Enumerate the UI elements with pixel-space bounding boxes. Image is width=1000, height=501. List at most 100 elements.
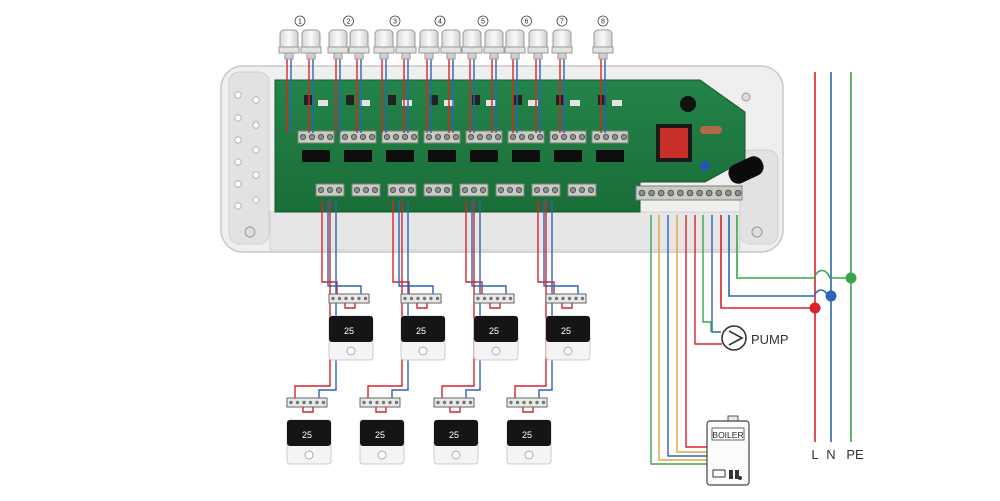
- live-label: L: [811, 447, 818, 462]
- actuator-number: 8: [601, 19, 605, 26]
- thermostat-terminals: [359, 397, 401, 408]
- actuators: 1 2 3 4 5 6 7 8: [278, 15, 614, 60]
- thermostat-screen: [360, 420, 404, 446]
- mount-hole: [751, 226, 763, 238]
- room-thermostat: 25: [506, 397, 552, 465]
- actuator-1: 1: [278, 15, 322, 60]
- thermostat-terminals: [433, 397, 475, 408]
- pump-label: PUMP: [751, 332, 789, 347]
- screw-hole: [234, 202, 242, 210]
- thermostat-terminals: [328, 293, 370, 304]
- thermostat-temp: 25: [416, 326, 426, 336]
- actuator-terminal-block: [507, 130, 545, 144]
- enclosure-screws: [234, 91, 763, 238]
- thermostats: 25 25 25 25 25 25 25 25: [286, 293, 591, 465]
- mains-lines: [720, 72, 852, 442]
- thermostat-dial: [304, 450, 314, 460]
- thermostat-dial: [346, 346, 356, 356]
- boiler-unit: [706, 415, 750, 486]
- room-thermostat: 25: [545, 293, 591, 361]
- pcb-components: [297, 95, 743, 201]
- actuator-number-badge: [521, 15, 532, 27]
- thermostat-terminals: [473, 293, 515, 304]
- actuator-number: 6: [525, 19, 529, 26]
- mount-hole: [244, 226, 256, 238]
- screw-hole: [234, 91, 242, 99]
- actuator-terminal-block: [423, 130, 461, 144]
- thermostat-dial: [524, 450, 534, 460]
- earth-label: PE: [846, 447, 864, 462]
- pump-symbol: [721, 325, 747, 351]
- wires: [286, 59, 606, 413]
- actuator-number: 4: [438, 19, 442, 26]
- thermostat-dial: [451, 450, 461, 460]
- actuator-number-badge: [434, 15, 446, 27]
- boiler-wiring: [650, 215, 708, 465]
- neutral-junction: [825, 290, 837, 302]
- thermostat-temp: 25: [522, 430, 532, 440]
- actuator-terminal-block: [465, 130, 503, 144]
- neutral-label: N: [826, 447, 835, 462]
- thermostat-screen: [507, 420, 551, 446]
- thermostat-temp: 25: [375, 430, 385, 440]
- thermostat-screen: [401, 316, 445, 342]
- actuator-4: 4: [418, 15, 462, 60]
- thermostat-temp: 25: [489, 326, 499, 336]
- thermostat-temp: 25: [344, 326, 354, 336]
- actuator-terminal-block: [549, 130, 587, 144]
- actuator-number-badge: [556, 15, 568, 27]
- actuator-number: 3: [393, 19, 397, 26]
- room-thermostat: 25: [473, 293, 519, 361]
- power-cable-gland: [728, 156, 764, 184]
- thermostat-terminals: [286, 397, 328, 408]
- actuator-number-badge: [343, 15, 354, 27]
- thermostat-temp: 25: [449, 430, 459, 440]
- screw-hole: [252, 121, 260, 129]
- thermostat-dial: [563, 346, 573, 356]
- boiler-label: BOILER: [712, 430, 743, 440]
- actuator-3: 3: [373, 15, 417, 60]
- thermostat-screen: [434, 420, 478, 446]
- actuator-terminal-block: [591, 130, 629, 144]
- screw-hole: [234, 158, 242, 166]
- thermostat-terminals: [545, 293, 587, 304]
- room-thermostat: 25: [328, 293, 374, 361]
- room-thermostat: 25: [400, 293, 446, 361]
- capacitor: [680, 96, 696, 112]
- thermostat-temp: 25: [561, 326, 571, 336]
- actuator-terminal-block: [297, 130, 335, 144]
- screw-hole: [234, 180, 242, 188]
- thermostat-terminals: [400, 293, 442, 304]
- screw-hole: [252, 96, 260, 104]
- actuator-number-badge: [597, 15, 609, 27]
- thermostat-screen: [546, 316, 590, 342]
- screw-hole: [252, 196, 260, 204]
- mount-hole: [741, 92, 751, 102]
- boiler-display: [712, 469, 726, 478]
- actuator-terminal-block: [339, 130, 377, 144]
- thermostat-screen: [287, 420, 331, 446]
- thermostat-temp: 25: [302, 430, 312, 440]
- actuator-2: 2: [327, 15, 370, 60]
- live-junction: [809, 302, 821, 314]
- actuator-terminal-block: [381, 130, 419, 144]
- thermostat-dial: [418, 346, 428, 356]
- screw-hole: [252, 146, 260, 154]
- thermostat-screen: [329, 316, 373, 342]
- actuator-number: 5: [481, 19, 485, 26]
- earth-junction: [845, 272, 857, 284]
- actuator-8: 8: [592, 15, 614, 60]
- actuator-number-badge: [389, 15, 401, 27]
- actuator-6: 6: [504, 15, 549, 60]
- thermostat-terminals: [506, 397, 548, 408]
- actuator-number: 7: [560, 19, 564, 26]
- actuator-number: 2: [347, 19, 351, 26]
- actuator-7: 7: [551, 15, 573, 60]
- fuse: [700, 126, 722, 134]
- screw-hole: [234, 136, 242, 144]
- thermostat-dial: [377, 450, 387, 460]
- actuator-number: 1: [298, 19, 302, 26]
- pcb-board: [274, 79, 764, 213]
